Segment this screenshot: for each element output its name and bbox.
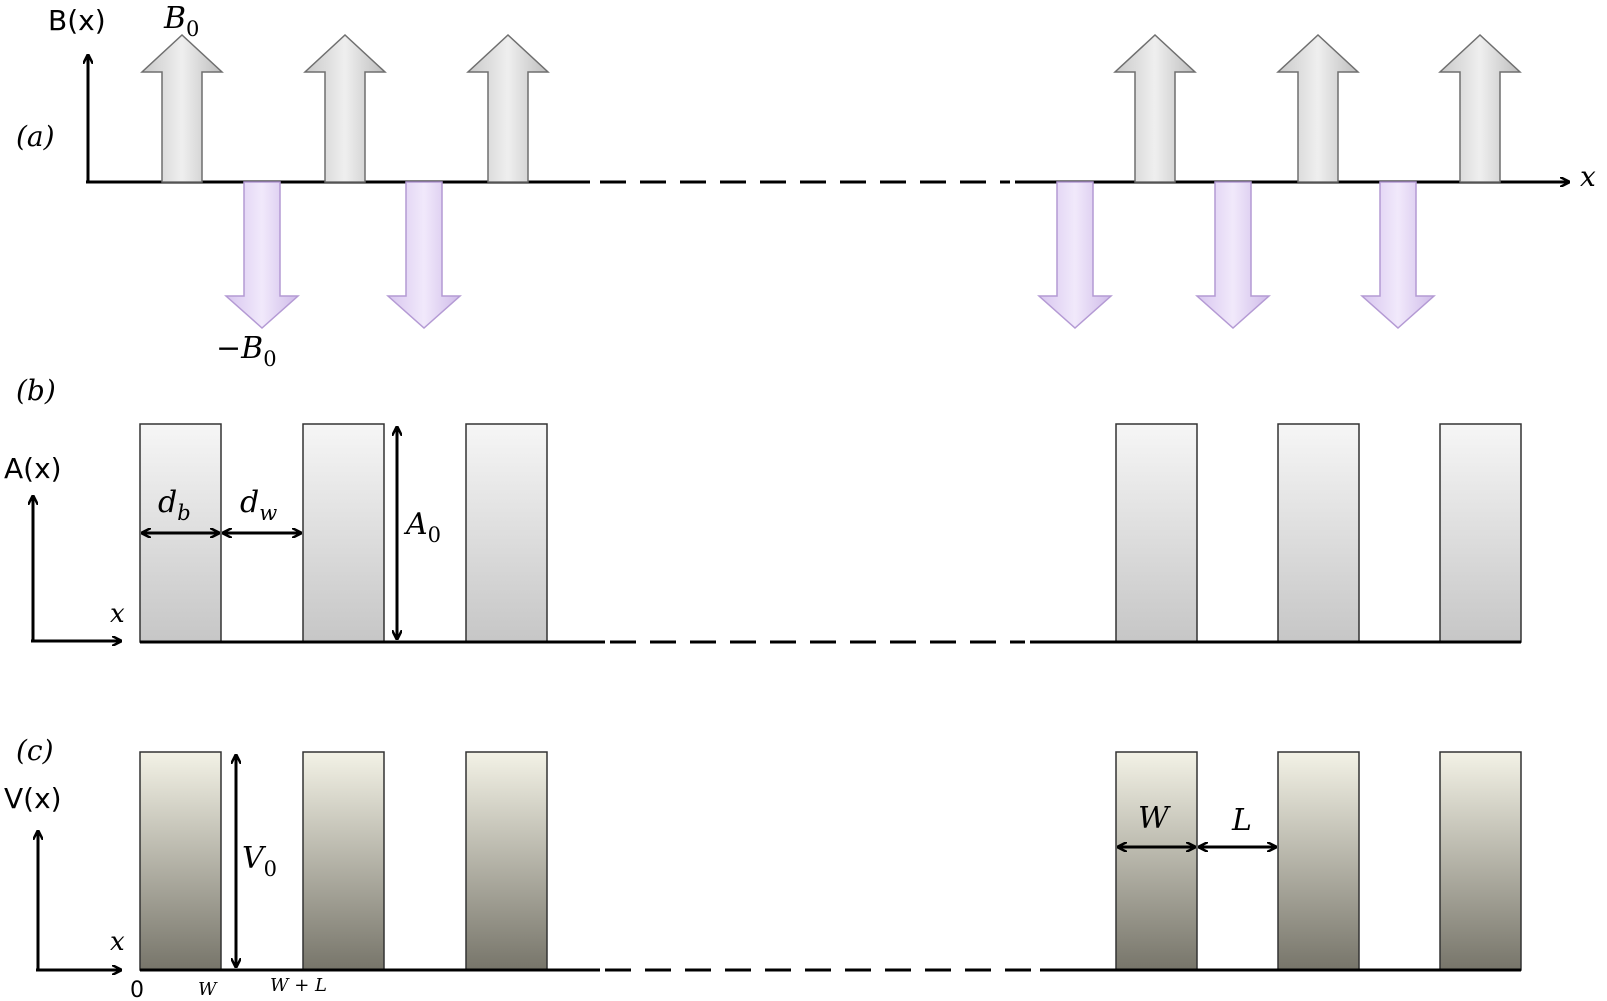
v-barrier bbox=[465, 751, 548, 971]
field-up-arrow bbox=[1113, 33, 1197, 183]
v-barrier bbox=[302, 751, 385, 971]
label-a0: A0 bbox=[403, 507, 441, 547]
field-up-arrow bbox=[1438, 33, 1522, 183]
label-b0: B0 bbox=[163, 1, 199, 41]
v-barrier bbox=[1439, 751, 1522, 971]
field-down-arrow bbox=[224, 181, 300, 330]
tick-label-w-plus-l: W + L bbox=[270, 975, 327, 996]
panel-c: (c) V(x) x V0 W L 0 W W + L bbox=[4, 734, 1522, 1001]
label-db: db bbox=[158, 485, 191, 525]
panel-b: (b) A(x) x db dw A0 bbox=[4, 374, 1522, 643]
a-barrier bbox=[1439, 423, 1522, 643]
label-w: W bbox=[1138, 801, 1171, 836]
label-l: L bbox=[1231, 803, 1252, 838]
field-up-arrow bbox=[140, 33, 224, 183]
panel-c-y-label: V(x) bbox=[4, 782, 62, 815]
panel-b-y-label: A(x) bbox=[4, 452, 62, 485]
field-down-arrow bbox=[1037, 181, 1113, 330]
panel-c-tag: (c) bbox=[16, 734, 54, 767]
field-up-arrow bbox=[466, 33, 550, 183]
tick-label-w: W bbox=[198, 979, 218, 1000]
label-v0: V0 bbox=[242, 841, 277, 881]
field-down-arrow bbox=[1195, 181, 1271, 330]
a-barrier bbox=[1115, 423, 1198, 643]
panel-a-y-label: B(x) bbox=[48, 4, 106, 37]
field-down-arrow bbox=[1360, 181, 1436, 330]
field-down-arrow bbox=[386, 181, 462, 330]
tick-label-zero: 0 bbox=[130, 978, 144, 1001]
panel-c-x-label: x bbox=[110, 927, 125, 957]
v-barrier bbox=[139, 751, 222, 971]
field-up-arrow bbox=[303, 33, 387, 183]
v-barrier bbox=[1277, 751, 1360, 971]
label-minus-b0: −B0 bbox=[216, 331, 277, 371]
a-barrier bbox=[302, 423, 385, 643]
panel-a-tag: (a) bbox=[16, 120, 55, 153]
label-dw: dw bbox=[240, 485, 277, 525]
panel-b-tag: (b) bbox=[16, 374, 56, 407]
panel-a-x-label: x bbox=[1580, 160, 1596, 193]
panel-a: (a) B(x) x B0 −B0 bbox=[16, 1, 1596, 371]
a-barrier bbox=[1277, 423, 1360, 643]
field-up-arrow bbox=[1276, 33, 1360, 183]
v-barrier bbox=[1115, 751, 1198, 971]
a-barrier bbox=[465, 423, 548, 643]
panel-b-x-label: x bbox=[110, 599, 125, 629]
